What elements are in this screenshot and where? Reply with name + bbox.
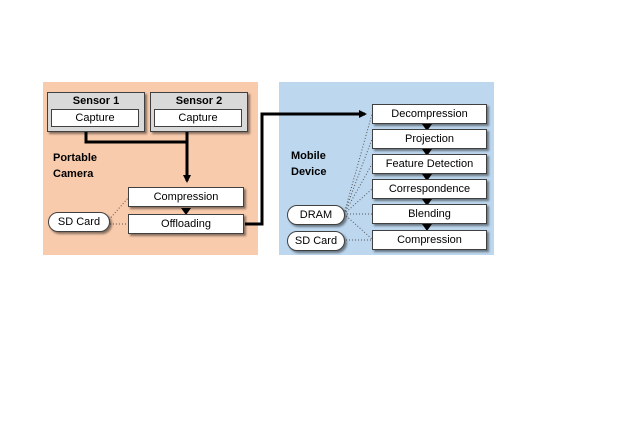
camera-sd-card: SD Card [48, 212, 110, 232]
sensor1-to-compression-line [84, 131, 187, 144]
sensor-1-block: Sensor 1 Capture [47, 92, 145, 132]
sensor-1-title: Sensor 1 [72, 95, 120, 107]
offloading-to-decompression-arrow [245, 110, 367, 226]
decompression-box: Decompression [372, 104, 487, 124]
compression-to-offloading-arrow [181, 208, 191, 215]
pipeline-arrow-2 [422, 149, 432, 156]
portable-camera-label-line1: Portable [53, 152, 98, 164]
portable-camera-label-line2: Camera [53, 168, 94, 180]
pipeline-arrow-3 [422, 174, 432, 181]
pipeline-arrow-4 [422, 199, 432, 206]
blending-box: Blending [372, 204, 487, 224]
pipeline-arrow-5 [422, 224, 432, 231]
sensor-1-capture: Capture [51, 109, 139, 127]
mobile-device-label-line2: Device [291, 166, 327, 178]
offloading-box: Offloading [128, 214, 244, 234]
dram-pill: DRAM [287, 205, 345, 225]
portable-camera-label: Portable Camera [53, 150, 97, 182]
sensor-2-block: Sensor 2 Capture [150, 92, 248, 132]
mobile-device-label: Mobile Device [291, 148, 326, 180]
sd-card-camera-link [106, 197, 129, 223]
sensor-2-title: Sensor 2 [175, 95, 223, 107]
mobile-sd-card: SD Card [287, 231, 345, 251]
correspondence-box: Correspondence [372, 179, 487, 199]
dram-links [343, 113, 373, 241]
feature-detection-box: Feature Detection [372, 154, 487, 174]
pipeline-arrow-1 [422, 124, 432, 131]
sensor-2-capture: Capture [154, 109, 242, 127]
mobile-compression-box: Compression [372, 230, 487, 250]
projection-box: Projection [372, 129, 487, 149]
mobile-device-label-line1: Mobile [291, 150, 326, 162]
camera-compression-box: Compression [128, 187, 244, 207]
